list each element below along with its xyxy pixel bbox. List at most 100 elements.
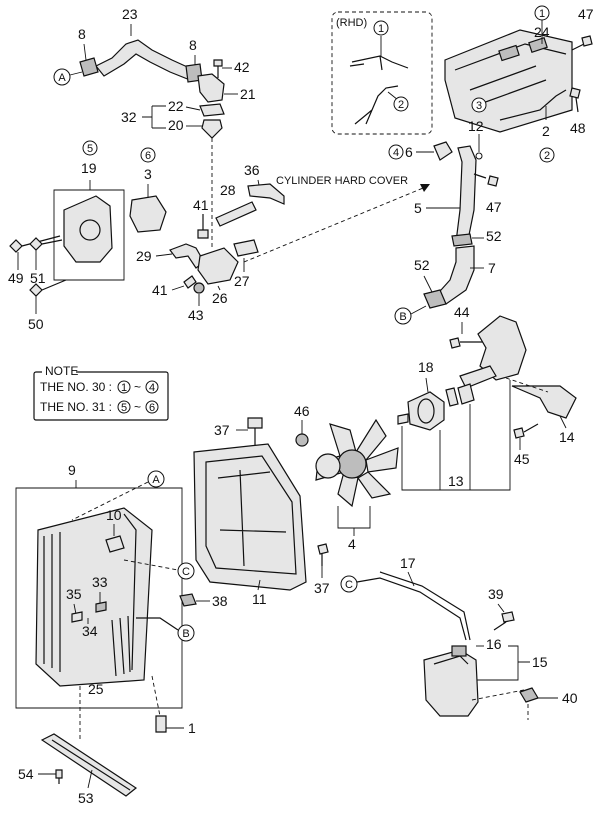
hose-clamp-52-bottom [423, 289, 447, 309]
bolt-44 [449, 337, 484, 349]
callout-12: 12 [468, 118, 484, 134]
callout-16: 16 [486, 636, 502, 652]
callout-8-right: 8 [189, 37, 197, 53]
note-line-1-from: 1 [121, 382, 127, 394]
bolt-45 [513, 423, 539, 439]
callout-32: 32 [121, 109, 137, 125]
thermostat-20 [201, 119, 223, 139]
callout-37-top: 37 [214, 422, 230, 438]
gasket-22 [199, 103, 225, 117]
circled-B-bottom: B [399, 311, 406, 323]
callout-42: 42 [234, 59, 250, 75]
fan-pulley-18 [407, 391, 445, 431]
circled-3: 3 [476, 100, 482, 112]
bolt-41-bottom [183, 275, 197, 289]
stud-bolt [397, 413, 409, 425]
callout-28: 28 [220, 182, 236, 198]
circled-2-rhd: 2 [398, 99, 404, 111]
plug-35 [71, 611, 83, 623]
callout-40: 40 [562, 690, 578, 706]
callout-43: 43 [188, 307, 204, 323]
note-line-2-sep: ~ [134, 400, 141, 414]
bolt-50 [29, 279, 67, 297]
reservoir-cap [451, 645, 467, 657]
bolt-37-bottom [317, 543, 329, 566]
callout-48: 48 [570, 120, 586, 136]
bolt-41-top [197, 214, 209, 239]
callout-20: 20 [168, 117, 184, 133]
callout-4: 4 [348, 536, 356, 552]
callout-51: 51 [30, 270, 46, 286]
callout-49: 49 [8, 270, 24, 286]
nut-38 [179, 593, 197, 607]
callout-6: 6 [405, 144, 413, 160]
water-pump-19 [63, 195, 113, 263]
callout-52-top: 52 [486, 228, 502, 244]
callout-39: 39 [488, 586, 504, 602]
bolt-48 [569, 87, 581, 113]
callout-2: 2 [542, 123, 550, 139]
callout-52-bottom: 52 [414, 257, 430, 273]
callout-26: 26 [212, 290, 228, 306]
callout-21: 21 [240, 86, 256, 102]
rhd-pipe-1 [349, 55, 409, 71]
callout-18: 18 [418, 359, 434, 375]
circled-2-right: 2 [544, 150, 550, 162]
cylinder-head-cover [444, 29, 573, 133]
upper-hose-23 [95, 39, 195, 81]
note-box: NOTE THE NO. 30 : 1 ~ 4 THE NO. 31 : 5 ~… [33, 364, 169, 421]
radiator-core-9 [35, 507, 153, 687]
fan-shroud-11 [193, 443, 307, 591]
circled-4: 4 [393, 147, 399, 159]
bracket-arm-14 [511, 385, 577, 419]
bypass-pipe-28 [215, 201, 257, 227]
overflow-hose-17 [356, 577, 467, 641]
note-line-1-sep: ~ [134, 380, 141, 394]
circled-5: 5 [87, 143, 93, 155]
nut-46 [295, 433, 309, 447]
callout-38: 38 [212, 593, 228, 609]
callout-37-bottom: 37 [314, 580, 330, 596]
drain-cock-33 [95, 601, 107, 613]
callout-53: 53 [78, 790, 94, 806]
callout-41-top: 41 [193, 197, 209, 213]
bolt-39 [493, 611, 515, 631]
callout-46: 46 [294, 403, 310, 419]
rhd-pipe-2 [354, 85, 399, 125]
callout-8-left: 8 [78, 26, 86, 42]
reservoir-tank-15 [423, 649, 479, 717]
callout-47-right: 47 [486, 199, 502, 215]
bolt-49 [9, 235, 61, 253]
callout-15: 15 [532, 654, 548, 670]
lower-bracket-53 [40, 733, 138, 797]
circled-1-top: 1 [539, 8, 545, 20]
bolt-47-right [473, 173, 499, 187]
callout-14: 14 [559, 429, 575, 445]
bolt-42 [213, 59, 223, 78]
callout-33: 33 [92, 574, 108, 590]
bolt-54 [55, 769, 63, 784]
callout-19: 19 [81, 160, 97, 176]
note-line-2-to: 6 [149, 402, 155, 414]
callout-35: 35 [66, 586, 82, 602]
callout-3: 3 [144, 166, 152, 182]
circled-C-hose: C [345, 579, 353, 591]
nut-43 [193, 282, 205, 294]
pulley-spacer [457, 383, 475, 405]
callout-9: 9 [68, 462, 76, 478]
circled-1-rhd: 1 [378, 23, 384, 35]
callout-27: 27 [234, 273, 250, 289]
callout-34: 34 [82, 623, 98, 639]
note-line-1-prefix: THE NO. 30 : [40, 380, 112, 394]
note-line-1-to: 4 [149, 382, 155, 394]
bolt-47-top [571, 35, 593, 51]
circled-C-radiator: C [182, 566, 190, 578]
rhd-inset-box [331, 11, 433, 135]
cylinder-hard-cover-label: CYLINDER HARD COVER [276, 175, 408, 187]
water-outlet-pipe-5 [455, 145, 477, 243]
callout-44: 44 [454, 304, 470, 320]
rhd-label: (RHD) [336, 17, 367, 29]
circled-B-radiator: B [182, 628, 189, 640]
callout-22: 22 [168, 98, 184, 114]
cylinder-cover-arrow [420, 184, 430, 192]
